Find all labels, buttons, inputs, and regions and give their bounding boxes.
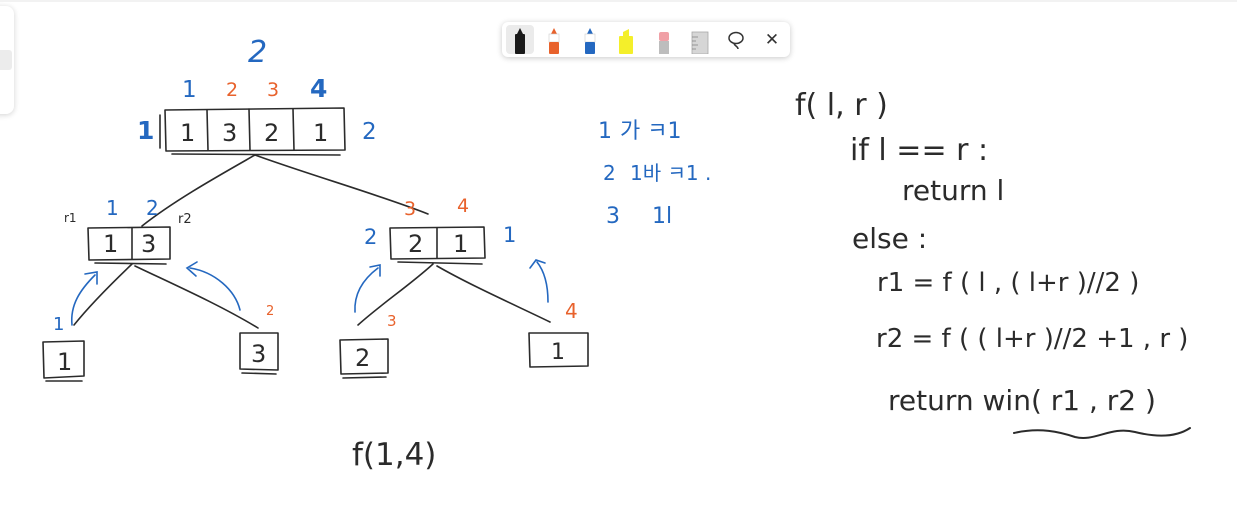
code-line-1: f( l, r ) <box>795 88 888 123</box>
root-top-label-1: 1 <box>182 77 197 103</box>
left-cell-1: 1 <box>103 230 118 258</box>
right-node-right-label: 1 <box>503 223 516 247</box>
note-1-text: 가 ㅋ1 <box>620 119 681 144</box>
highlighter-button[interactable] <box>612 25 640 54</box>
code-line-6: r2 = f ( ( l+r )//2 +1 , r ) <box>876 324 1188 354</box>
right-cell-1: 2 <box>408 230 423 258</box>
edge-left-leaf2 <box>134 265 259 329</box>
right-node-top-label-2: 4 <box>457 195 469 217</box>
leaf-box-1 <box>42 340 85 379</box>
root-top-label-2: 2 <box>226 79 238 101</box>
leaf-box-3 <box>339 338 389 375</box>
close-toolbar-button[interactable]: ✕ <box>758 25 786 54</box>
note-2-text: 1바 ㅋ1 . <box>630 161 711 185</box>
ruler-button[interactable] <box>686 25 714 54</box>
lasso-icon <box>728 31 744 49</box>
round-label: 2 <box>248 35 267 70</box>
code-line-3: return l <box>902 174 1004 207</box>
code-line-5: r1 = f ( l , ( l+r )//2 ) <box>877 268 1139 298</box>
left-node-r2: r2 <box>178 212 192 227</box>
root-cell-2: 3 <box>222 119 237 147</box>
root-top-label-4: 4 <box>310 74 327 103</box>
edge-root-left <box>141 154 256 227</box>
root-cell-1: 1 <box>180 119 195 147</box>
root-right-label: 2 <box>362 119 377 145</box>
root-left-label: 1 <box>137 116 154 145</box>
left-node-top-label-2: 2 <box>146 196 159 220</box>
ruler-icon <box>691 31 709 54</box>
pen-icon <box>584 28 596 54</box>
leaf-1-value: 1 <box>57 348 72 376</box>
edge-right-leaf4 <box>436 265 551 323</box>
note-2-num: 2 <box>603 161 616 185</box>
call-label: f(1,4) <box>352 437 436 473</box>
code-line-7: return win( r1 , r2 ) <box>888 384 1156 417</box>
highlighter-icon <box>619 29 633 54</box>
black-pen-button[interactable] <box>506 25 534 54</box>
root-array-box <box>164 107 346 152</box>
pen-toolbar: ✕ <box>502 22 790 57</box>
leaf-box-2 <box>239 332 279 371</box>
eraser-button[interactable] <box>650 25 678 54</box>
right-node-top-label-1: 3 <box>404 198 416 220</box>
left-mini-toolbar: ‹ ‹ › <box>0 6 14 114</box>
blue-pen-button[interactable] <box>576 25 604 54</box>
arrow-leaf2-up <box>189 267 241 311</box>
edge-root-right <box>254 154 429 215</box>
leaf-3-value: 2 <box>355 344 370 372</box>
leaf-1-label: 1 <box>53 314 64 335</box>
note-3-num: 3 <box>606 204 620 229</box>
leaf-4-label: 4 <box>565 299 578 323</box>
undo-icon[interactable]: ‹ <box>0 16 12 36</box>
leaf-2-label: 2 <box>266 304 274 319</box>
note-1-num: 1 <box>598 119 612 144</box>
pen-mode-icon[interactable]: ‹ <box>0 50 12 70</box>
arrow-leaf1-up <box>70 274 96 326</box>
close-icon: ✕ <box>764 29 780 50</box>
left-node-box <box>87 226 171 261</box>
arrow-leaf4-up <box>536 261 549 303</box>
leaf-box-4 <box>528 332 589 368</box>
eraser-icon <box>659 32 669 54</box>
orange-pen-button[interactable] <box>540 25 568 54</box>
left-cell-2: 3 <box>141 230 156 258</box>
leaf-2-value: 3 <box>251 340 266 368</box>
left-node-r1: r1 <box>64 211 77 225</box>
root-cell-4: 1 <box>313 119 328 147</box>
right-cell-2: 1 <box>453 230 468 258</box>
leaf-3-label: 3 <box>387 312 397 330</box>
root-cell-3: 2 <box>264 119 279 147</box>
arrow-leaf3-up <box>354 267 379 313</box>
pen-icon <box>548 28 560 54</box>
lasso-select-button[interactable] <box>722 25 750 54</box>
leaf-4-value: 1 <box>551 340 565 365</box>
win-underline <box>1013 427 1191 439</box>
code-line-2: if l == r : <box>850 133 988 168</box>
note-3-text: 1l <box>652 204 672 229</box>
code-line-4: else : <box>852 222 927 255</box>
left-node-top-label-1: 1 <box>106 196 119 220</box>
edge-right-leaf3 <box>357 263 434 326</box>
right-node-box <box>389 226 486 260</box>
root-top-label-3: 3 <box>267 79 279 101</box>
redo-icon[interactable]: › <box>0 84 12 104</box>
right-node-left-label: 2 <box>364 225 377 249</box>
pen-icon <box>515 28 525 54</box>
edge-left-leaf1 <box>73 263 133 326</box>
